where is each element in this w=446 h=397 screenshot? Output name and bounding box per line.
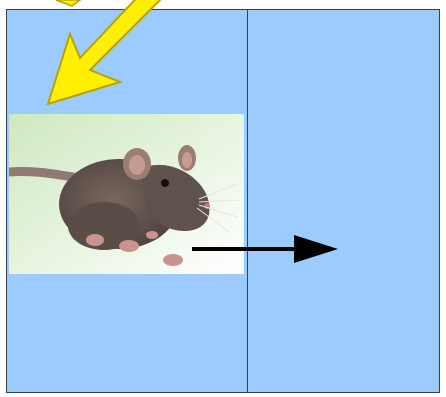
yellow-arrow-icon (48, 0, 160, 104)
yellow-arrow-fragment (56, 0, 80, 6)
right-arrow-icon (294, 235, 338, 263)
